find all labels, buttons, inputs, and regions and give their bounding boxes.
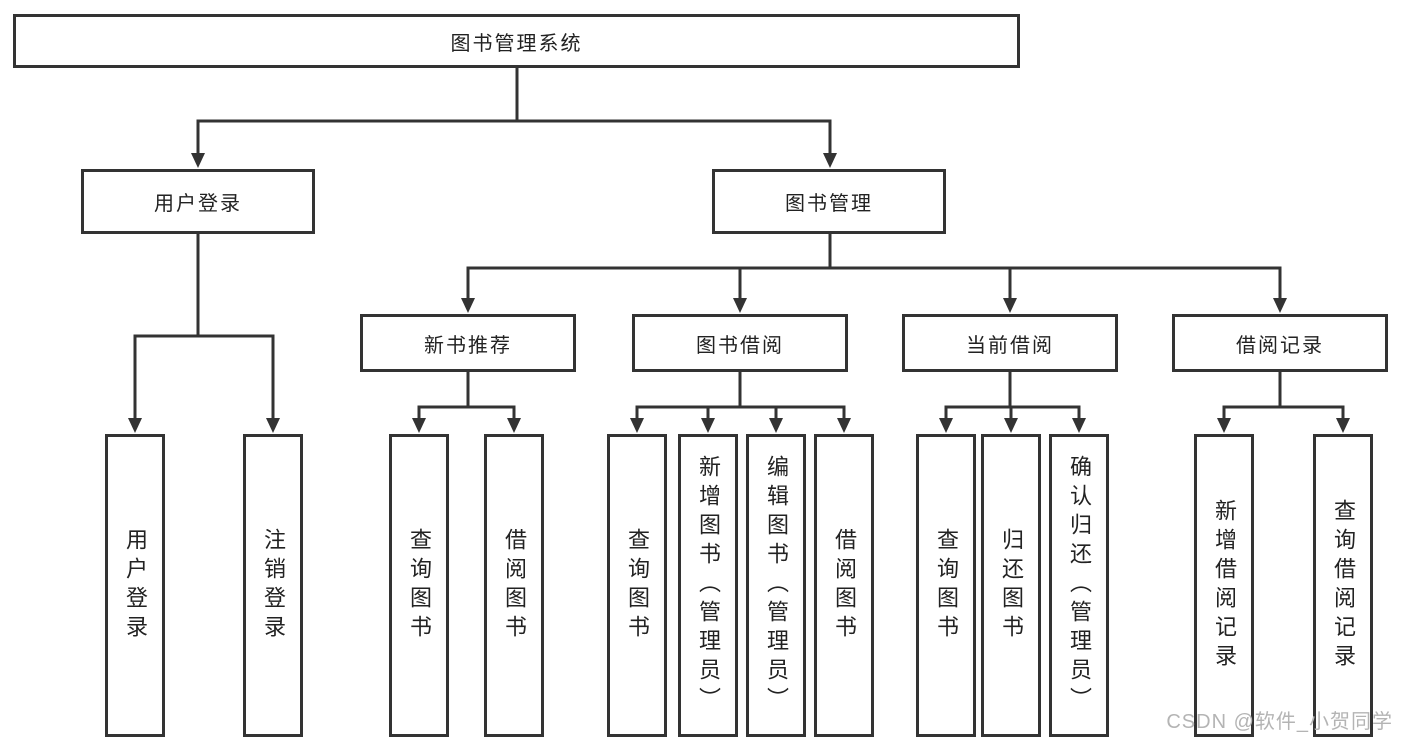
leaf-borrow-query-books: 查询图书 [607, 434, 667, 737]
node-book-management: 图书管理 [712, 169, 946, 234]
node-borrowing-records: 借阅记录 [1172, 314, 1388, 372]
connector-new-book-rec-to-children [412, 370, 521, 433]
leaf-newrec-query-books: 查询图书 [389, 434, 449, 737]
connector-root-to-branches [191, 65, 837, 168]
node-new-book-recommendation-label: 新书推荐 [424, 334, 512, 357]
node-user-login: 用户登录 [81, 169, 315, 234]
node-user-login-label: 用户登录 [154, 193, 242, 215]
connector-user-login-to-children [128, 232, 280, 433]
node-new-book-recommendation: 新书推荐 [360, 314, 576, 372]
leaf-user-login: 用户登录 [105, 434, 165, 737]
node-borrowing-records-label: 借阅记录 [1236, 334, 1324, 357]
leaf-borrow-borrow-books: 借阅图书 [814, 434, 874, 737]
leaf-logout-label: 注销登录 [261, 527, 286, 644]
leaf-current-query-books: 查询图书 [916, 434, 976, 737]
leaf-current-return-books-label: 归还图书 [999, 527, 1024, 644]
node-book-management-label: 图书管理 [785, 193, 873, 215]
leaf-borrow-add-books-admin-label: 新增图书（管理员） [696, 455, 721, 716]
node-root: 图书管理系统 [13, 14, 1020, 68]
leaf-borrow-query-books-label: 查询图书 [625, 527, 650, 644]
leaf-borrow-edit-books-admin: 编辑图书（管理员） [746, 434, 806, 737]
node-book-borrowing: 图书借阅 [632, 314, 848, 372]
connector-book-mgmt-to-sections [461, 232, 1287, 313]
leaf-borrow-borrow-books-label: 借阅图书 [832, 527, 857, 644]
leaf-borrow-edit-books-admin-label: 编辑图书（管理员） [764, 455, 789, 716]
leaf-records-add-record: 新增借阅记录 [1194, 434, 1254, 737]
leaf-user-login-label: 用户登录 [123, 527, 148, 644]
leaf-current-confirm-return-admin-label: 确认归还（管理员） [1067, 455, 1092, 716]
leaf-logout: 注销登录 [243, 434, 303, 737]
leaf-current-confirm-return-admin: 确认归还（管理员） [1049, 434, 1109, 737]
leaf-newrec-query-books-label: 查询图书 [407, 527, 432, 644]
connector-borrow-records-to-children [1217, 370, 1350, 433]
node-root-label: 图书管理系统 [450, 32, 583, 55]
leaf-newrec-borrow-books: 借阅图书 [484, 434, 544, 737]
leaf-newrec-borrow-books-label: 借阅图书 [502, 527, 527, 644]
node-current-borrowing-label: 当前借阅 [966, 334, 1054, 357]
node-current-borrowing: 当前借阅 [902, 314, 1118, 372]
leaf-records-query-record: 查询借阅记录 [1313, 434, 1373, 737]
leaf-records-add-record-label: 新增借阅记录 [1212, 498, 1237, 673]
leaf-borrow-add-books-admin: 新增图书（管理员） [678, 434, 738, 737]
leaf-records-query-record-label: 查询借阅记录 [1331, 498, 1356, 673]
connector-book-borrow-to-children [630, 370, 851, 433]
leaf-current-return-books: 归还图书 [981, 434, 1041, 737]
node-book-borrowing-label: 图书借阅 [696, 334, 784, 357]
leaf-current-query-books-label: 查询图书 [934, 527, 959, 644]
connector-current-borrow-to-children [939, 370, 1086, 433]
